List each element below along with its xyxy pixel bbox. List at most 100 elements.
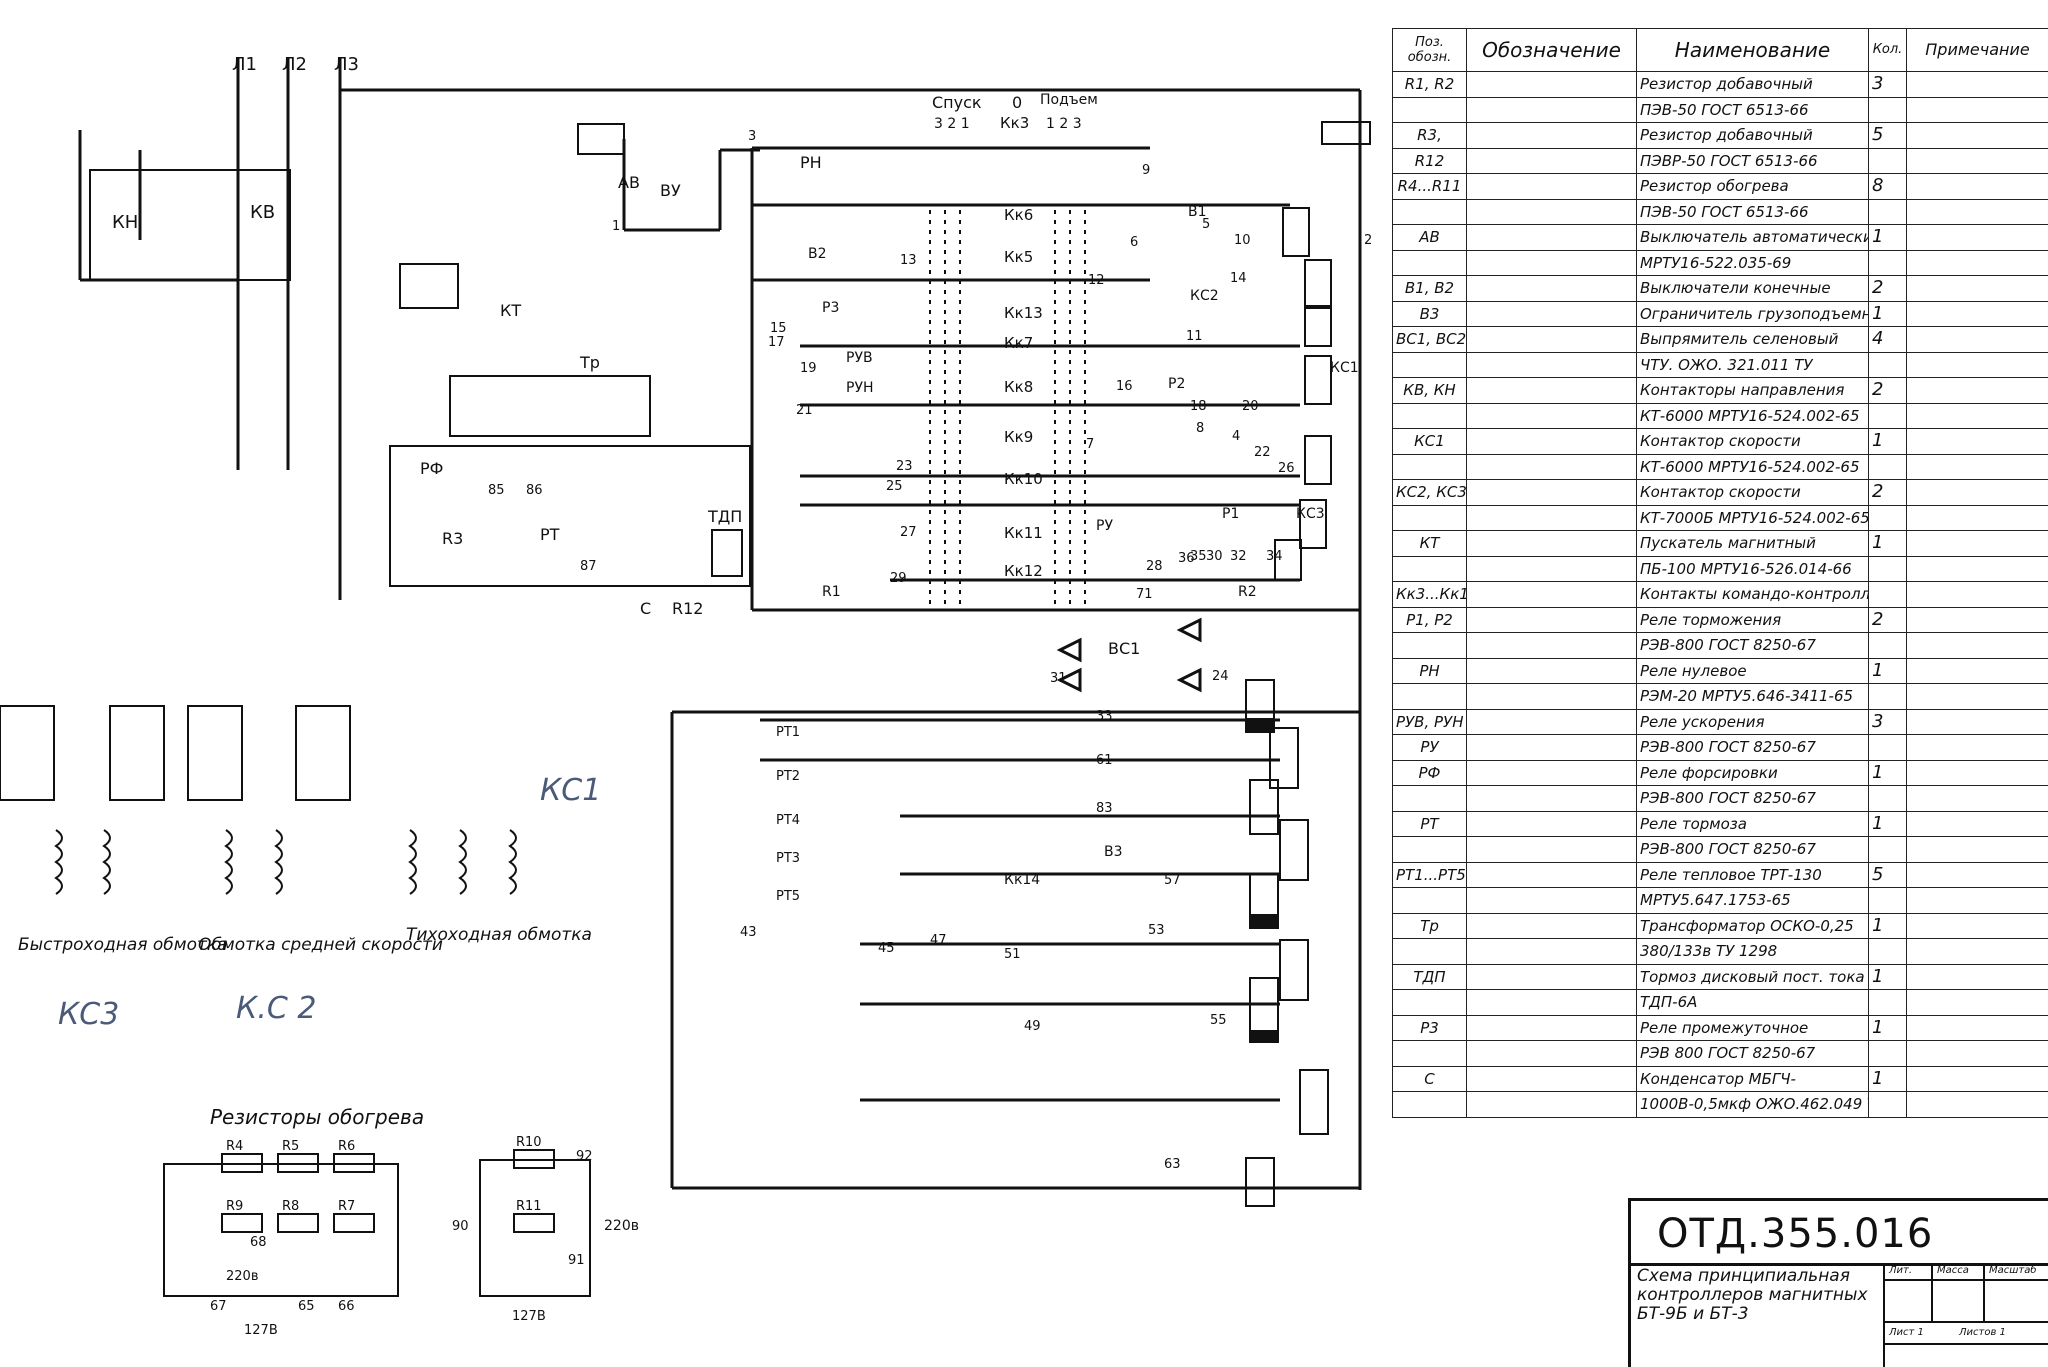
row-qty: 2 <box>1869 607 1907 633</box>
row-name: Резистор обогрева <box>1637 174 1869 200</box>
row-pos: ВС1, ВС2 <box>1393 327 1467 353</box>
sheet-label: Лист 1 <box>1889 1327 1924 1338</box>
label-ruv: РУВ <box>846 350 873 366</box>
row-name: Ограничитель грузоподъемности <box>1637 301 1869 327</box>
label-r7: R7 <box>338 1199 355 1214</box>
row-designation <box>1467 429 1637 455</box>
node-number-label: 32 <box>1230 549 1247 564</box>
label-tdp: ТДП <box>707 507 742 526</box>
node-number-label: 7 <box>1086 437 1094 452</box>
row-name: Реле промежуточное <box>1637 1015 1869 1041</box>
row-qty: 1 <box>1869 225 1907 251</box>
label-r12: R12 <box>672 599 703 618</box>
node-number-label: 23 <box>896 459 913 474</box>
label-r3: R3 <box>442 529 463 548</box>
row-qty <box>1869 939 1907 965</box>
row-pos <box>1393 633 1467 659</box>
row-name: Реле тепловое ТРТ-130 <box>1637 862 1869 888</box>
row-note <box>1907 811 2048 837</box>
node-number-label: 31 <box>1050 671 1067 686</box>
label-vu: ВУ <box>660 181 681 200</box>
row-name: Резистор добавочный <box>1637 123 1869 149</box>
node-number-label: 30 <box>1206 549 1223 564</box>
row-pos <box>1393 786 1467 812</box>
row-name: ПЭВ-50 ГОСТ 6513-66 <box>1637 97 1869 123</box>
row-designation <box>1467 888 1637 914</box>
controller-contact-label: Кк9 <box>1004 428 1033 446</box>
label-r10: R10 <box>516 1135 542 1150</box>
node-number-label: 2 <box>1364 233 1372 248</box>
node-number-label: 1 <box>612 219 620 234</box>
control-supply: АВ ВУ КТ Тр РФ R3 РТ ТДП С R12 <box>390 124 760 618</box>
row-name: КТ-7000Б МРТУ16-524.002-65 <box>1637 505 1869 531</box>
row-name: РЭВ-800 ГОСТ 8250-67 <box>1637 735 1869 761</box>
row-qty: 1 <box>1869 760 1907 786</box>
row-designation <box>1467 735 1637 761</box>
row-qty <box>1869 97 1907 123</box>
row-designation <box>1467 225 1637 251</box>
row-note <box>1907 225 2048 251</box>
row-qty: 5 <box>1869 123 1907 149</box>
parts-table-row: КТ-6000 МРТУ16-524.002-65 <box>1393 403 2048 429</box>
label-pt1: РТ1 <box>776 725 800 740</box>
row-qty: 1 <box>1869 811 1907 837</box>
row-designation <box>1467 760 1637 786</box>
row-name: РЭВ-800 ГОСТ 8250-67 <box>1637 633 1869 659</box>
node-number-label: 66 <box>338 1299 355 1314</box>
parts-table-row: КТ-6000 МРТУ16-524.002-65 <box>1393 454 2048 480</box>
row-pos: R3, <box>1393 123 1467 149</box>
row-designation <box>1467 582 1637 608</box>
title-row-line <box>1883 1321 2048 1323</box>
node-number-label: 68 <box>250 1235 267 1250</box>
label-pt2: РТ2 <box>776 769 800 784</box>
row-qty: 3 <box>1869 72 1907 98</box>
row-name: Конденсатор МБГЧ- <box>1637 1066 1869 1092</box>
node-number-label: 33 <box>1096 709 1113 724</box>
row-pos: РУ <box>1393 735 1467 761</box>
heater-title: Резисторы обогрева <box>210 1105 424 1129</box>
row-pos: Р3 <box>1393 1015 1467 1041</box>
row-qty <box>1869 352 1907 378</box>
title-row-line <box>1883 1279 2048 1281</box>
node-number-label: 19 <box>800 361 817 376</box>
label-pt4: РТ4 <box>776 813 800 828</box>
label-kc2: КС2 <box>1190 288 1219 304</box>
row-pos: КТ <box>1393 531 1467 557</box>
row-note <box>1907 123 2048 149</box>
header-name: Наименование <box>1637 29 1869 72</box>
row-designation <box>1467 658 1637 684</box>
node-number-label: 90 <box>452 1219 469 1234</box>
row-note <box>1907 633 2048 659</box>
row-note <box>1907 684 2048 710</box>
controller-contact-label: Кк7 <box>1004 334 1033 352</box>
label-run: РУН <box>846 380 874 396</box>
node-number-label: 15 <box>770 321 787 336</box>
row-note <box>1907 607 2048 633</box>
row-name: Тормоз дисковый пост. тока <box>1637 964 1869 990</box>
row-designation <box>1467 123 1637 149</box>
node-number-label: 9 <box>1142 163 1150 178</box>
node-number-label: 91 <box>568 1253 585 1268</box>
row-qty: 2 <box>1869 276 1907 302</box>
row-note <box>1907 454 2048 480</box>
row-qty: 5 <box>1869 862 1907 888</box>
row-pos: РН <box>1393 658 1467 684</box>
motor-slow-label: Тихоходная обмотка <box>406 925 592 945</box>
row-note <box>1907 276 2048 302</box>
parts-table-row: ТДП-6А <box>1393 990 2048 1016</box>
node-number-label: 21 <box>796 403 813 418</box>
controller-contact-label: Кк10 <box>1004 470 1043 488</box>
row-qty <box>1869 199 1907 225</box>
relay-section: РТ1 РТ2 РТ4 РТ3 РТ5 Кк14 В3 <box>672 680 1360 1206</box>
row-pos: R12 <box>1393 148 1467 174</box>
parts-table-row: РЭВ-800 ГОСТ 8250-67 <box>1393 633 2048 659</box>
parts-table-row: 1000В-0,5мкф ОЖО.462.049 ТУ <box>1393 1092 2048 1118</box>
controller-contact-label: Кк6 <box>1004 206 1033 224</box>
